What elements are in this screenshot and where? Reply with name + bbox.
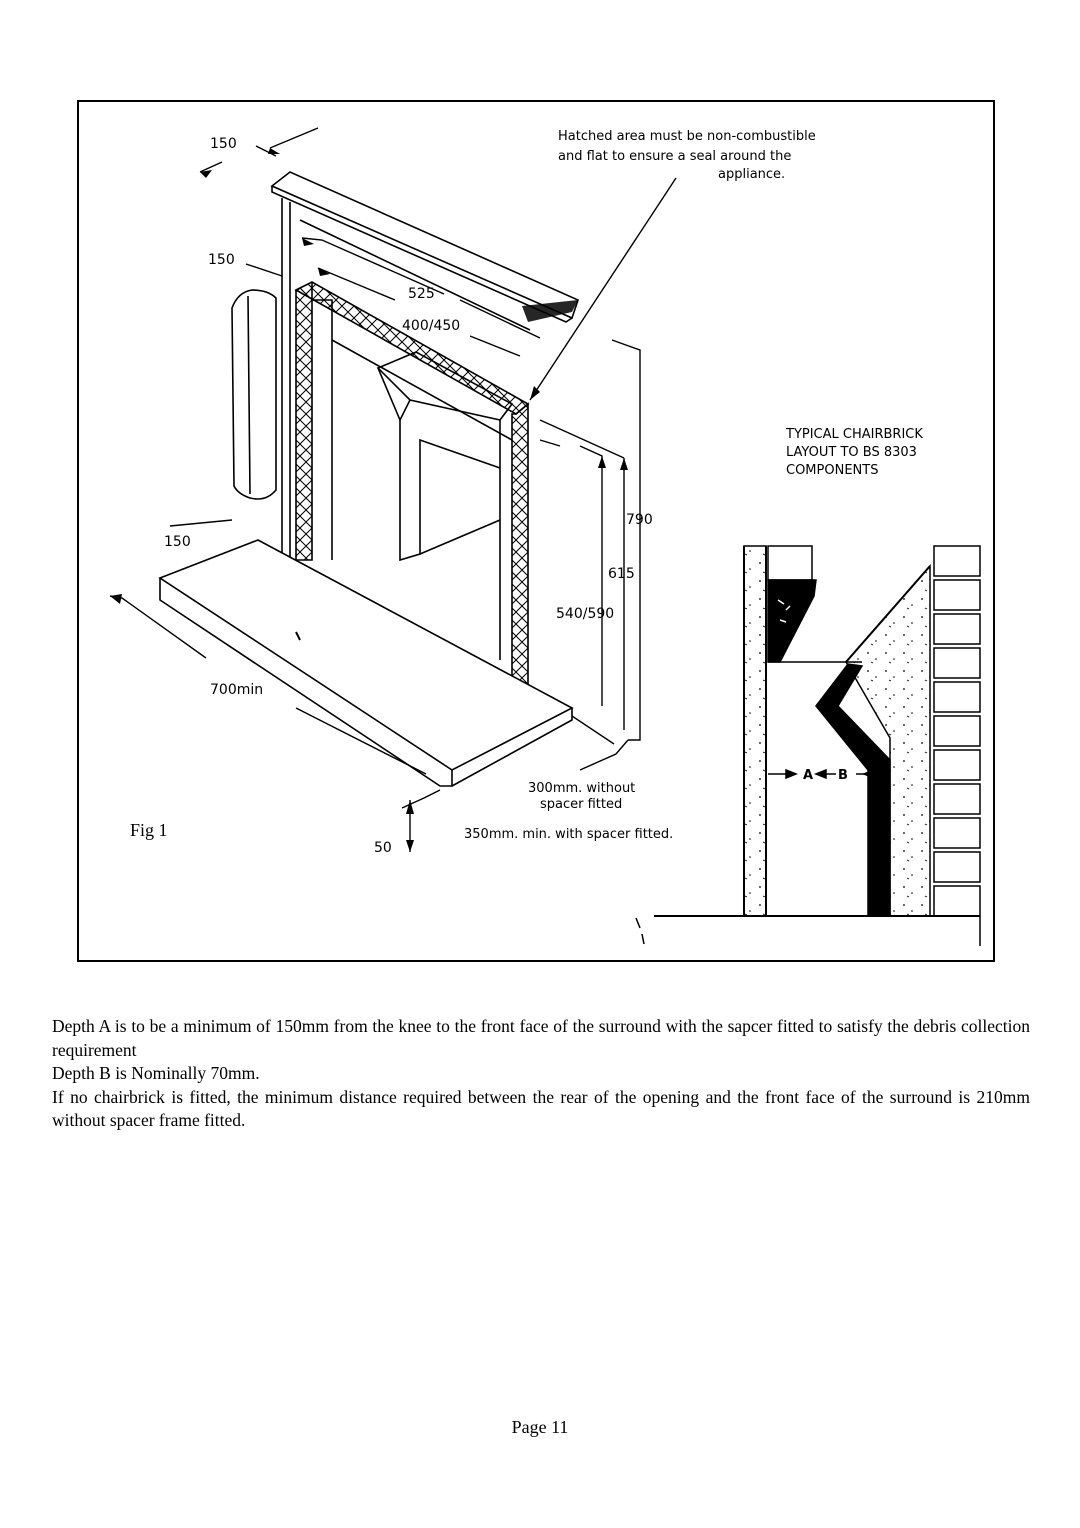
depth-label-b: B [838, 768, 848, 783]
callout-leader-line [529, 177, 677, 401]
chairbrick-heading-line-1: TYPICAL CHAIRBRICK [785, 427, 923, 442]
fireplace-surround-drawing [158, 171, 579, 787]
body-text: Depth A is to be a minimum of 150mm from… [52, 1015, 1030, 1133]
dimension-arrows [110, 148, 628, 852]
callout-note-line-1: Hatched area must be non-combustible [558, 129, 816, 144]
dim-height-790: 790 [626, 512, 653, 528]
paragraph-no-chairbrick: If no chairbrick is fitted, the minimum … [52, 1086, 1030, 1131]
dim-pillar-depth: 150 [208, 252, 235, 268]
dim-height-615: 615 [608, 566, 635, 582]
hearth-note-line-1: 300mm. without [528, 781, 635, 796]
dim-hearth-thickness: 50 [374, 840, 392, 856]
chairbrick-heading-line-2: LAYOUT TO BS 8303 [786, 445, 917, 460]
dim-height-540: 540/590 [556, 606, 614, 622]
depth-label-a: A [803, 768, 813, 783]
dim-width-inner: 400/450 [402, 318, 460, 334]
callout-arrow [530, 386, 540, 400]
hearth-note-line-2: spacer fitted [540, 797, 622, 812]
chairbrick-heading-line-3: COMPONENTS [786, 463, 878, 478]
paragraph-depth-a: Depth A is to be a minimum of 150mm from… [52, 1016, 1030, 1060]
hearth-note-line-3: 350mm. min. with spacer fitted. [464, 827, 673, 842]
paragraph-depth-b: Depth B is Nominally 70mm. [52, 1063, 260, 1083]
dim-hearth-width: 700min [210, 682, 263, 698]
chairbrick-section-drawing [635, 545, 981, 946]
fireplace-diagram: 150 150 150 525 400/450 790 615 540/590 … [109, 127, 981, 946]
figure-caption: Fig 1 [130, 820, 168, 840]
figure-frame [77, 100, 995, 962]
callout-note-line-3: appliance. [718, 167, 785, 182]
callout-note-line-2: and flat to ensure a seal around the [558, 149, 791, 164]
dim-hearth-left: 150 [164, 534, 191, 550]
dim-shelf-depth: 150 [210, 136, 237, 152]
dim-width-outer: 525 [408, 286, 435, 302]
page-number: Page 11 [511, 1417, 569, 1437]
